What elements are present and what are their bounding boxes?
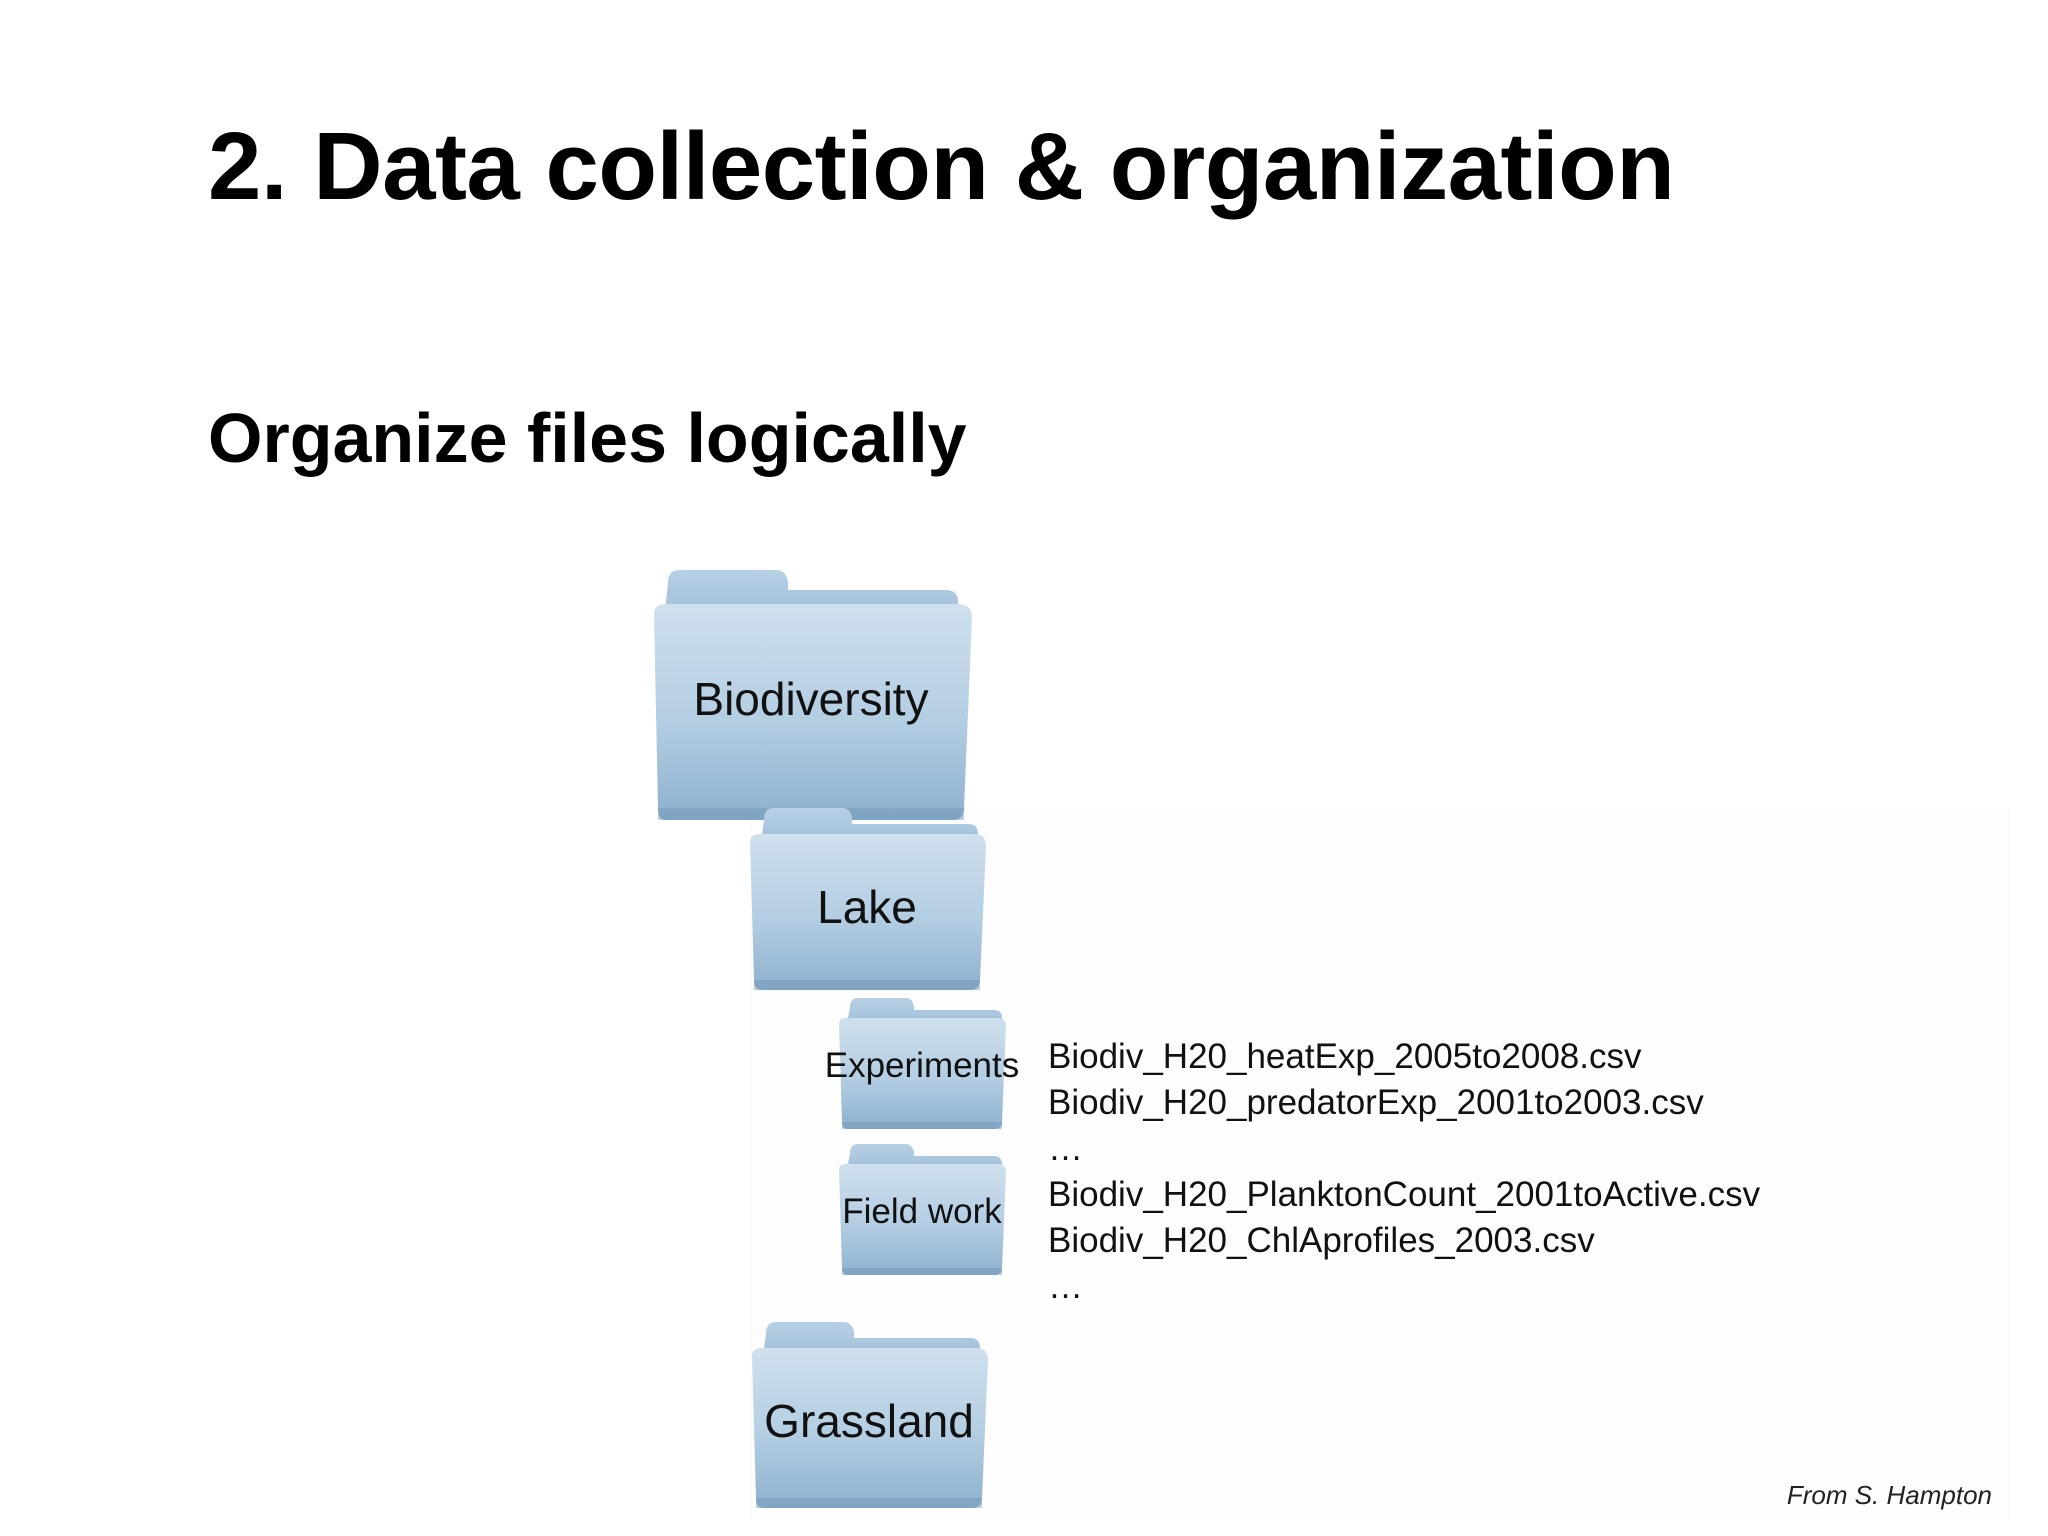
source-credit: From S. Hampton <box>1786 1480 1992 1510</box>
folder-experiments[interactable]: Experiments <box>825 994 1019 1132</box>
folder-icon <box>750 808 986 990</box>
folder-lake[interactable]: Lake <box>746 802 988 994</box>
slide-subtitle: Organize files logically <box>208 399 967 477</box>
folder-label-grassland: Grassland <box>764 1395 974 1447</box>
folder-label-biodiversity: Biodiversity <box>693 673 929 725</box>
folder-grassland[interactable]: Grassland <box>748 1316 990 1512</box>
folder-biodiversity[interactable]: Biodiversity <box>646 562 976 824</box>
slide-title: 2. Data collection & organization <box>208 113 1675 220</box>
folder-icon <box>752 1322 988 1508</box>
folder-label-field-work: Field work <box>842 1192 1002 1231</box>
file-list: Biodiv_H20_heatExp_2005to2008.csv Biodiv… <box>1048 1034 1760 1310</box>
file-item[interactable]: Biodiv_H20_ChlAprofiles_2003.csv <box>1048 1221 1595 1260</box>
file-item[interactable]: Biodiv_H20_predatorExp_2001to2003.csv <box>1048 1083 1704 1122</box>
file-list-ellipsis: … <box>1048 1129 1085 1168</box>
folder-label-lake: Lake <box>817 881 917 933</box>
folder-field-work[interactable]: Field work <box>836 1140 1008 1278</box>
folder-icon <box>654 570 972 820</box>
file-item[interactable]: Biodiv_H20_heatExp_2005to2008.csv <box>1048 1037 1642 1076</box>
file-item[interactable]: Biodiv_H20_PlanktonCount_2001toActive.cs… <box>1048 1175 1761 1214</box>
file-list-ellipsis: … <box>1048 1267 1085 1306</box>
folder-label-experiments: Experiments <box>824 1046 1020 1085</box>
folder-icon <box>839 1144 1006 1275</box>
folder-icon <box>839 998 1006 1129</box>
